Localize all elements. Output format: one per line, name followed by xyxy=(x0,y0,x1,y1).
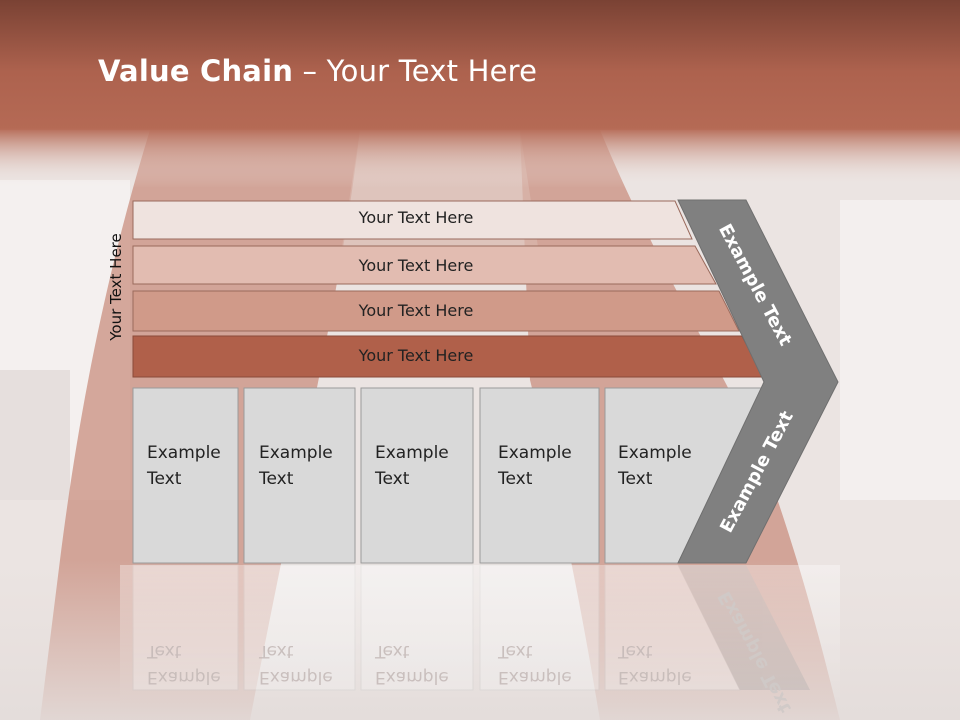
chevron-arrow xyxy=(677,199,839,564)
band-2-label: Your Text Here xyxy=(358,256,474,275)
cell-2-shape xyxy=(243,387,356,564)
band-3-shape xyxy=(132,290,740,332)
cell-1-label: Example Text xyxy=(147,443,221,489)
cell-4-reflection: Example Text xyxy=(498,641,572,687)
slide-title: Value Chain – Your Text Here xyxy=(98,54,537,88)
cell-1-reflection: Example Text xyxy=(147,641,221,687)
cell-3-shape xyxy=(360,387,474,564)
band-1-label: Your Text Here xyxy=(358,208,474,227)
cell-1-shape xyxy=(132,387,239,564)
cell-2-reflection: Example Text xyxy=(259,641,333,687)
band-3-label: Your Text Here xyxy=(358,301,474,320)
title-bold: Value Chain xyxy=(98,54,294,88)
title-rest: – Your Text Here xyxy=(293,54,538,88)
cell-5-reflection: Example Text xyxy=(618,641,692,687)
band-2-shape xyxy=(132,245,717,285)
band-4-label: Your Text Here xyxy=(358,346,474,365)
cell-5-label: Example Text xyxy=(618,443,692,489)
cell-4-label: Example Text xyxy=(498,443,572,489)
cell-4-shape xyxy=(479,387,600,564)
cell-2-label: Example Text xyxy=(259,443,333,489)
band-1-shape xyxy=(132,200,693,240)
cell-3-label: Example Text xyxy=(375,443,449,489)
cell-3-reflection: Example Text xyxy=(375,641,449,687)
vertical-label: Your Text Here xyxy=(107,233,125,341)
